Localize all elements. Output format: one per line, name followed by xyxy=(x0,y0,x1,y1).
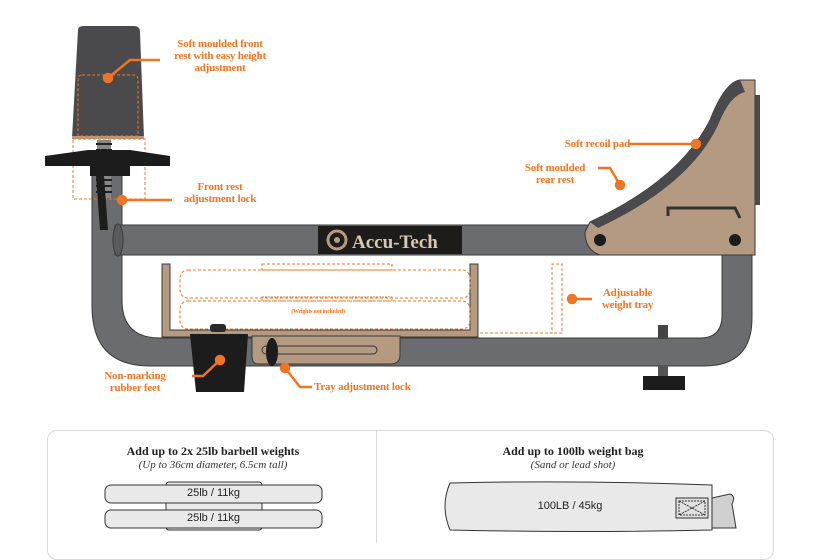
callout-front-rest: Soft moulded front rest with easy height… xyxy=(160,38,280,74)
plate-label: 25lb / 11kg xyxy=(186,512,240,524)
callout-rear-rest: Soft moulded rear rest xyxy=(510,162,600,186)
callout-line: rear rest xyxy=(535,174,575,186)
callout-line: Soft moulded front xyxy=(177,38,263,50)
brand-logo: Accu-Tech xyxy=(318,226,462,254)
shooting-rest-diagram: Accu-Tech xyxy=(45,26,760,532)
callout-line: adjustment lock xyxy=(183,193,257,205)
barbell-subtitle: (Up to 36cm diameter, 6.5cm tall) xyxy=(138,459,288,471)
weight-tray xyxy=(161,263,563,366)
bag-title: Add up to 100lb weight bag xyxy=(502,444,644,458)
rear-foot xyxy=(643,325,685,390)
callout-line: adjustment xyxy=(194,62,246,74)
callout-leaders xyxy=(102,58,702,389)
brand-text: Accu-Tech xyxy=(352,232,438,253)
callout-line: Adjustable xyxy=(602,287,653,299)
callout-line: rubber feet xyxy=(109,382,161,394)
bag-subtitle: (Sand or lead shot) xyxy=(530,459,616,471)
callout-line: rest with easy height xyxy=(174,50,266,62)
callout-recoil-pad: Soft recoil pad xyxy=(564,138,630,150)
panel-divider xyxy=(376,431,377,543)
plate-label: 25lb / 11kg xyxy=(186,487,240,499)
callout-weight-tray: Adjustable weight tray xyxy=(590,287,665,311)
callout-front-lock: Front rest adjustment lock xyxy=(165,181,275,205)
barbell-plates xyxy=(104,481,323,531)
callout-feet: Non-marking rubber feet xyxy=(85,370,185,394)
callout-line: Soft moulded xyxy=(524,162,586,174)
callout-line: Non-marking xyxy=(104,370,166,382)
rear-rest xyxy=(584,79,760,256)
bag-label: 100LB / 45kg xyxy=(537,500,603,512)
callout-line: weight tray xyxy=(601,299,654,311)
front-foot-cap xyxy=(210,324,226,332)
weight-bag xyxy=(444,481,737,532)
callout-line: Front rest xyxy=(197,181,243,193)
callout-tray-lock: Tray adjustment lock xyxy=(314,381,411,393)
barbell-title: Add up to 2x 25lb barbell weights xyxy=(126,444,300,458)
weights-note: (Weights not included) xyxy=(291,309,345,315)
